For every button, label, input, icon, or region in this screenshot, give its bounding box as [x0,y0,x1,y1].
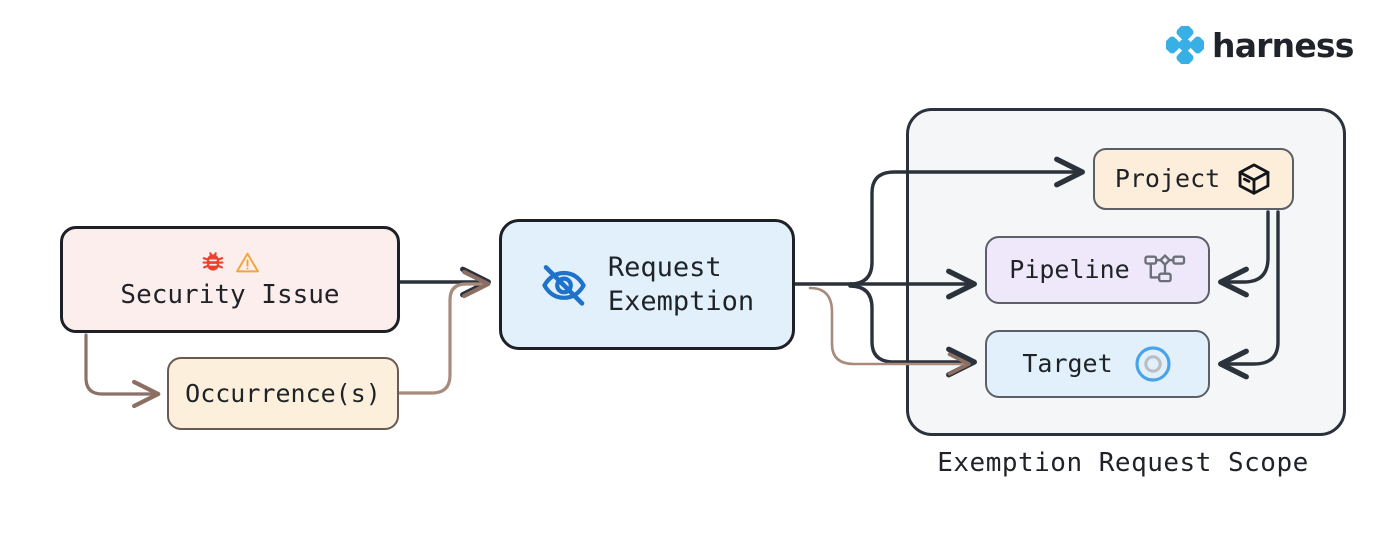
bug-icon [200,249,226,275]
eye-off-icon [540,261,588,309]
exemption-request-scope-label: Exemption Request Scope [937,448,1309,478]
edge-occurrences-to-request [398,269,491,395]
node-request-exemption[interactable]: Request Exemption [499,219,795,350]
project-label: Project [1114,164,1221,194]
edge-security-to-occurrences [84,333,161,409]
harness-wordmark: harness [1212,25,1354,65]
node-pipeline[interactable]: Pipeline [985,236,1210,304]
harness-brand: harness [1166,26,1354,64]
occurrences-label: Occurrence(s) [185,378,381,408]
node-security-issue[interactable]: Security Issue [60,226,400,333]
node-target[interactable]: Target [985,330,1210,398]
request-exemption-label: Request Exemption [607,251,755,317]
security-issue-label: Security Issue [120,280,340,311]
node-occurrences[interactable]: Occurrence(s) [167,357,399,430]
pipeline-label: Pipeline [1009,255,1130,285]
harness-diamond-logo-icon [1166,26,1204,64]
node-project[interactable]: Project [1093,148,1294,210]
security-issue-icons [200,249,260,275]
cube-box-icon [1236,161,1272,197]
pipeline-nodes-icon [1144,253,1186,287]
warning-triangle-icon [235,250,260,275]
target-label: Target [1022,349,1113,379]
target-circle-icon [1133,344,1173,384]
